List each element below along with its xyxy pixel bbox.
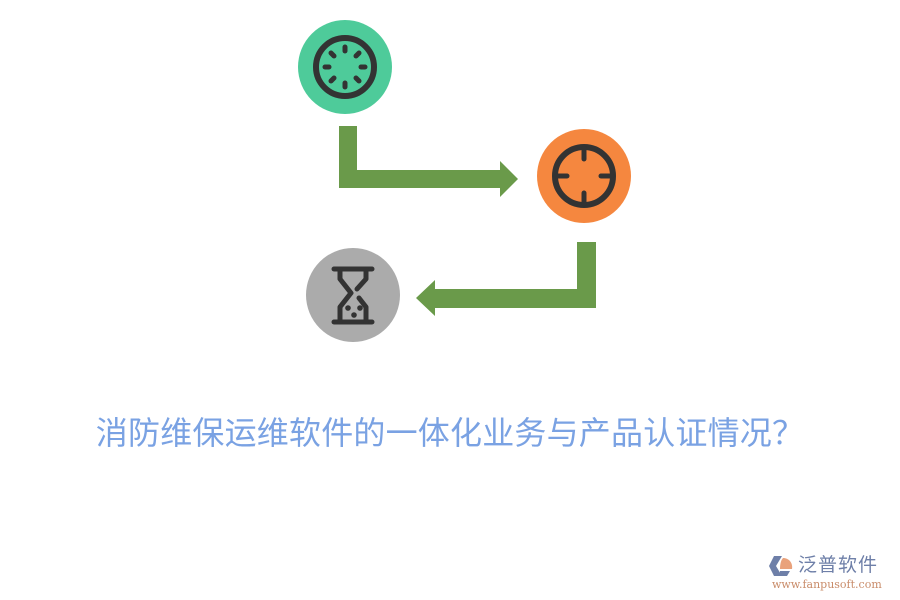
brand-name: 泛普软件 xyxy=(798,554,879,576)
arrow-right-icon xyxy=(339,126,518,197)
brand-logo-icon xyxy=(769,556,793,576)
brand-logo: 泛普软件 www.fanpusoft.com xyxy=(768,553,894,593)
start-node xyxy=(298,20,392,114)
wait-node xyxy=(306,248,400,342)
crosshair-target-icon xyxy=(552,144,616,208)
arrow-left-icon xyxy=(416,242,596,316)
brand-url: www.fanpusoft.com xyxy=(772,578,882,591)
target-node xyxy=(537,129,631,223)
diagram-title: 消防维保运维软件的一体化业务与产品认证情况？ xyxy=(95,414,805,452)
hourglass-icon xyxy=(331,266,375,325)
loading-spinner-icon xyxy=(313,35,377,99)
